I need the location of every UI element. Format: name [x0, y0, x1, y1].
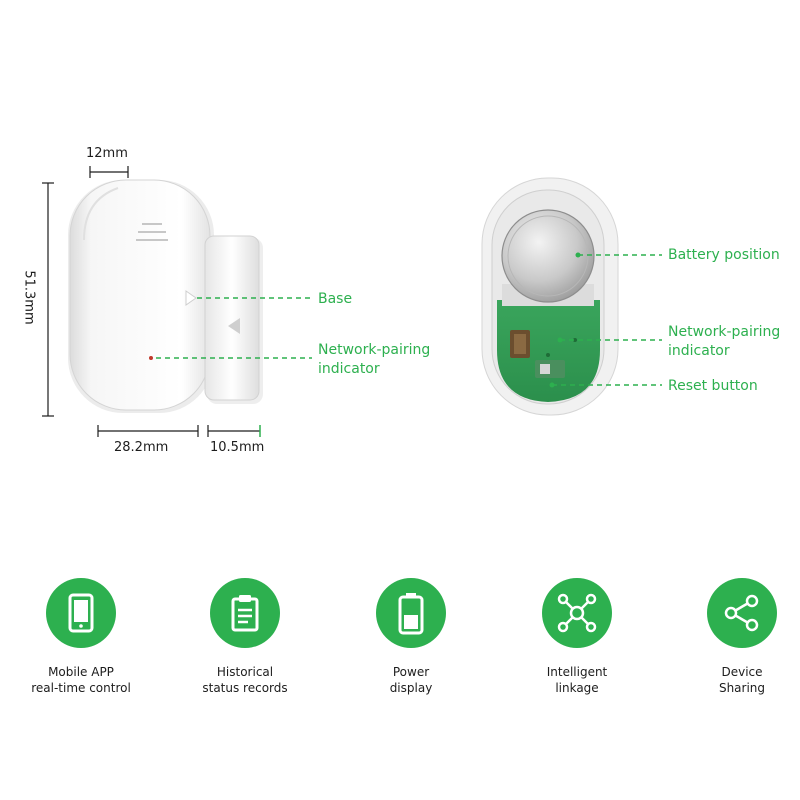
callout-line: Network-pairing [318, 342, 431, 358]
callout-line: indicator [668, 343, 730, 359]
callout-anchor-dots [549, 252, 581, 388]
feature-label: Historical status records [170, 664, 320, 696]
callout-battery-position: Battery position [668, 247, 780, 263]
smartphone-icon [68, 593, 94, 633]
dimension-magnet-width: 10.5mm [210, 440, 265, 455]
feature-label: Mobile APP real-time control [6, 664, 156, 696]
callout-reset-button: Reset button [668, 378, 758, 394]
feature-label: Power display [336, 664, 486, 696]
feature-label-line: display [389, 681, 433, 695]
callout-leader-lines [156, 254, 662, 386]
feature-label-line: linkage [555, 681, 599, 695]
feature-intelligent-linkage: Intelligent linkage [502, 578, 652, 696]
feature-icon-circle [376, 578, 446, 648]
feature-icon-circle [46, 578, 116, 648]
feature-label: Intelligent linkage [502, 664, 652, 696]
sensor-magnet [204, 235, 263, 404]
share-icon [724, 594, 759, 632]
feature-device-sharing: Device Sharing [667, 578, 800, 696]
callout-network-pairing-left: Network-pairing indicator [318, 341, 430, 379]
callout-network-pairing-right: Network-pairing indicator [668, 323, 780, 361]
feature-label: Device Sharing [667, 664, 800, 696]
callout-line: Network-pairing [668, 324, 781, 340]
feature-label-line: status records [202, 681, 288, 695]
dimension-width-top: 12mm [86, 146, 128, 161]
dimension-base-width: 28.2mm [114, 440, 169, 455]
feature-label-line: Historical [216, 665, 274, 679]
feature-label-line: real-time control [31, 681, 131, 695]
dimension-lines [42, 166, 260, 437]
feature-label-line: Power [392, 665, 430, 679]
feature-label-line: Mobile APP [48, 665, 114, 679]
feature-historical-records: Historical status records [170, 578, 320, 696]
feature-mobile-app: Mobile APP real-time control [6, 578, 156, 696]
dimension-height-left: 51.3mm [21, 270, 37, 325]
sensor-base-body [68, 179, 214, 413]
feature-icon-circle [542, 578, 612, 648]
feature-label-line: Sharing [718, 681, 766, 695]
feature-label-line: Device [721, 665, 763, 679]
network-nodes-icon [557, 593, 597, 633]
sensor-open-back [481, 177, 619, 416]
feature-power-display: Power display [336, 578, 486, 696]
callout-base: Base [318, 291, 353, 307]
feature-icon-circle [707, 578, 777, 648]
feature-label-line: Intelligent [546, 665, 608, 679]
feature-icon-circle [210, 578, 280, 648]
clipboard-icon [231, 595, 259, 632]
battery-icon [398, 593, 424, 635]
callout-line: indicator [318, 361, 380, 377]
